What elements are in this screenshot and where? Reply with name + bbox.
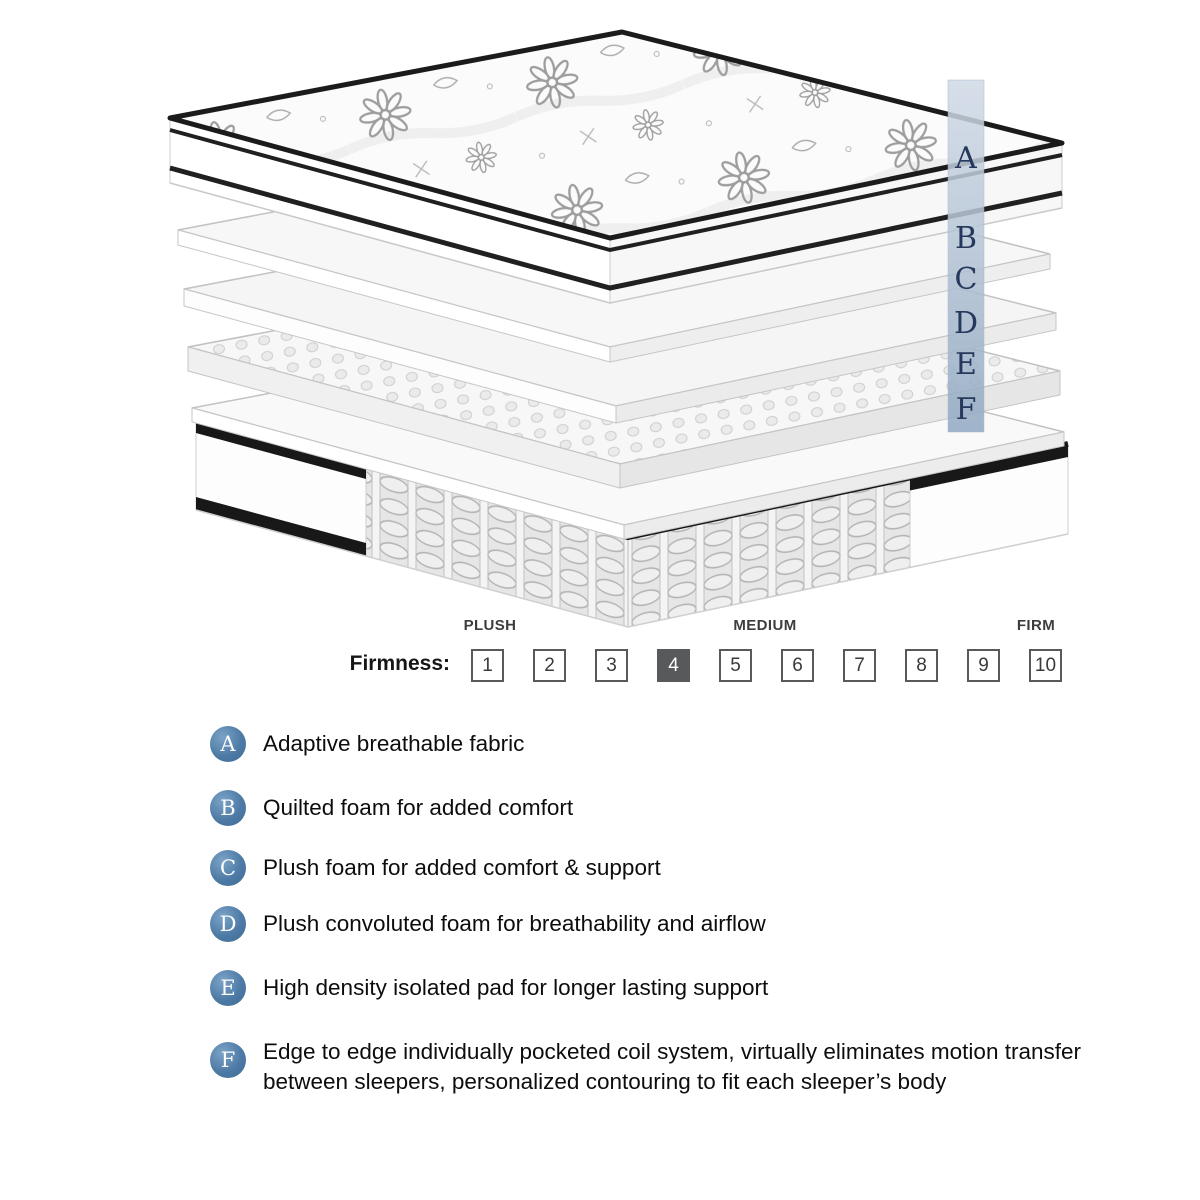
legend-badge-c: C [210,850,246,886]
band-letter-e: E [955,347,977,382]
layer-label-band: A B C D E F [947,79,985,433]
band-letter-a: A [954,141,977,176]
legend-text: High density isolated pad for longer las… [263,975,769,1000]
legend-row: A Adaptive breathable fabric [210,726,524,762]
legend-badge-b: B [210,790,246,826]
legend-badge-f: F [210,1042,246,1078]
legend-text: Plush convoluted foam for breathability … [263,911,766,936]
legend-text: Plush foam for added comfort & support [263,855,661,880]
firmness-level: 4 [657,649,690,682]
legend-text: Quilted foam for added comfort [263,795,574,820]
legend-row: F Edge to edge individually pocketed coi… [210,1037,1081,1097]
legend-row: C Plush foam for added comfort & support [210,850,661,886]
firmness-label: Firmness: [349,652,450,675]
firmness-level: 1 [471,649,504,682]
firmness-level: 9 [967,649,1000,682]
mattress-exploded-diagram: A B C D E F [0,0,1069,628]
firmness-scale-medium-label: MEDIUM [733,617,797,634]
legend-text: Adaptive breathable fabric [263,731,525,756]
legend-row: D Plush convoluted foam for breathabilit… [210,906,766,942]
band-letter-f: F [956,392,977,427]
firmness-scale-plush-label: PLUSH [463,617,517,634]
legend-badge-e: E [210,970,246,1006]
firmness-scale-firm-label: FIRM [1016,617,1056,634]
legend-badge-d: D [210,906,246,942]
layer-e-pad [191,323,1065,540]
legend-badge-a: A [210,726,246,762]
firmness-level: 10 [1029,649,1062,682]
band-letter-c: C [955,262,978,297]
firmness-scale: 1 2 3 4 5 6 7 8 9 10 [471,649,1062,682]
band-letter-b: B [955,221,977,256]
legend-row: B Quilted foam for added comfort [210,790,573,826]
firmness-level: 3 [595,649,628,682]
layer-b-quilted-foam [177,145,1051,363]
band-letter-d: D [954,306,978,341]
legend-text: Edge to edge individually pocketed coil … [263,1039,1081,1094]
legend-row: E High density isolated pad for longer l… [210,970,768,1006]
firmness-level: 5 [719,649,752,682]
firmness-level: 8 [905,649,938,682]
firmness-level: 7 [843,649,876,682]
firmness-level: 2 [533,649,566,682]
firmness-level: 6 [781,649,814,682]
layer-c-plush-foam [183,204,1057,424]
